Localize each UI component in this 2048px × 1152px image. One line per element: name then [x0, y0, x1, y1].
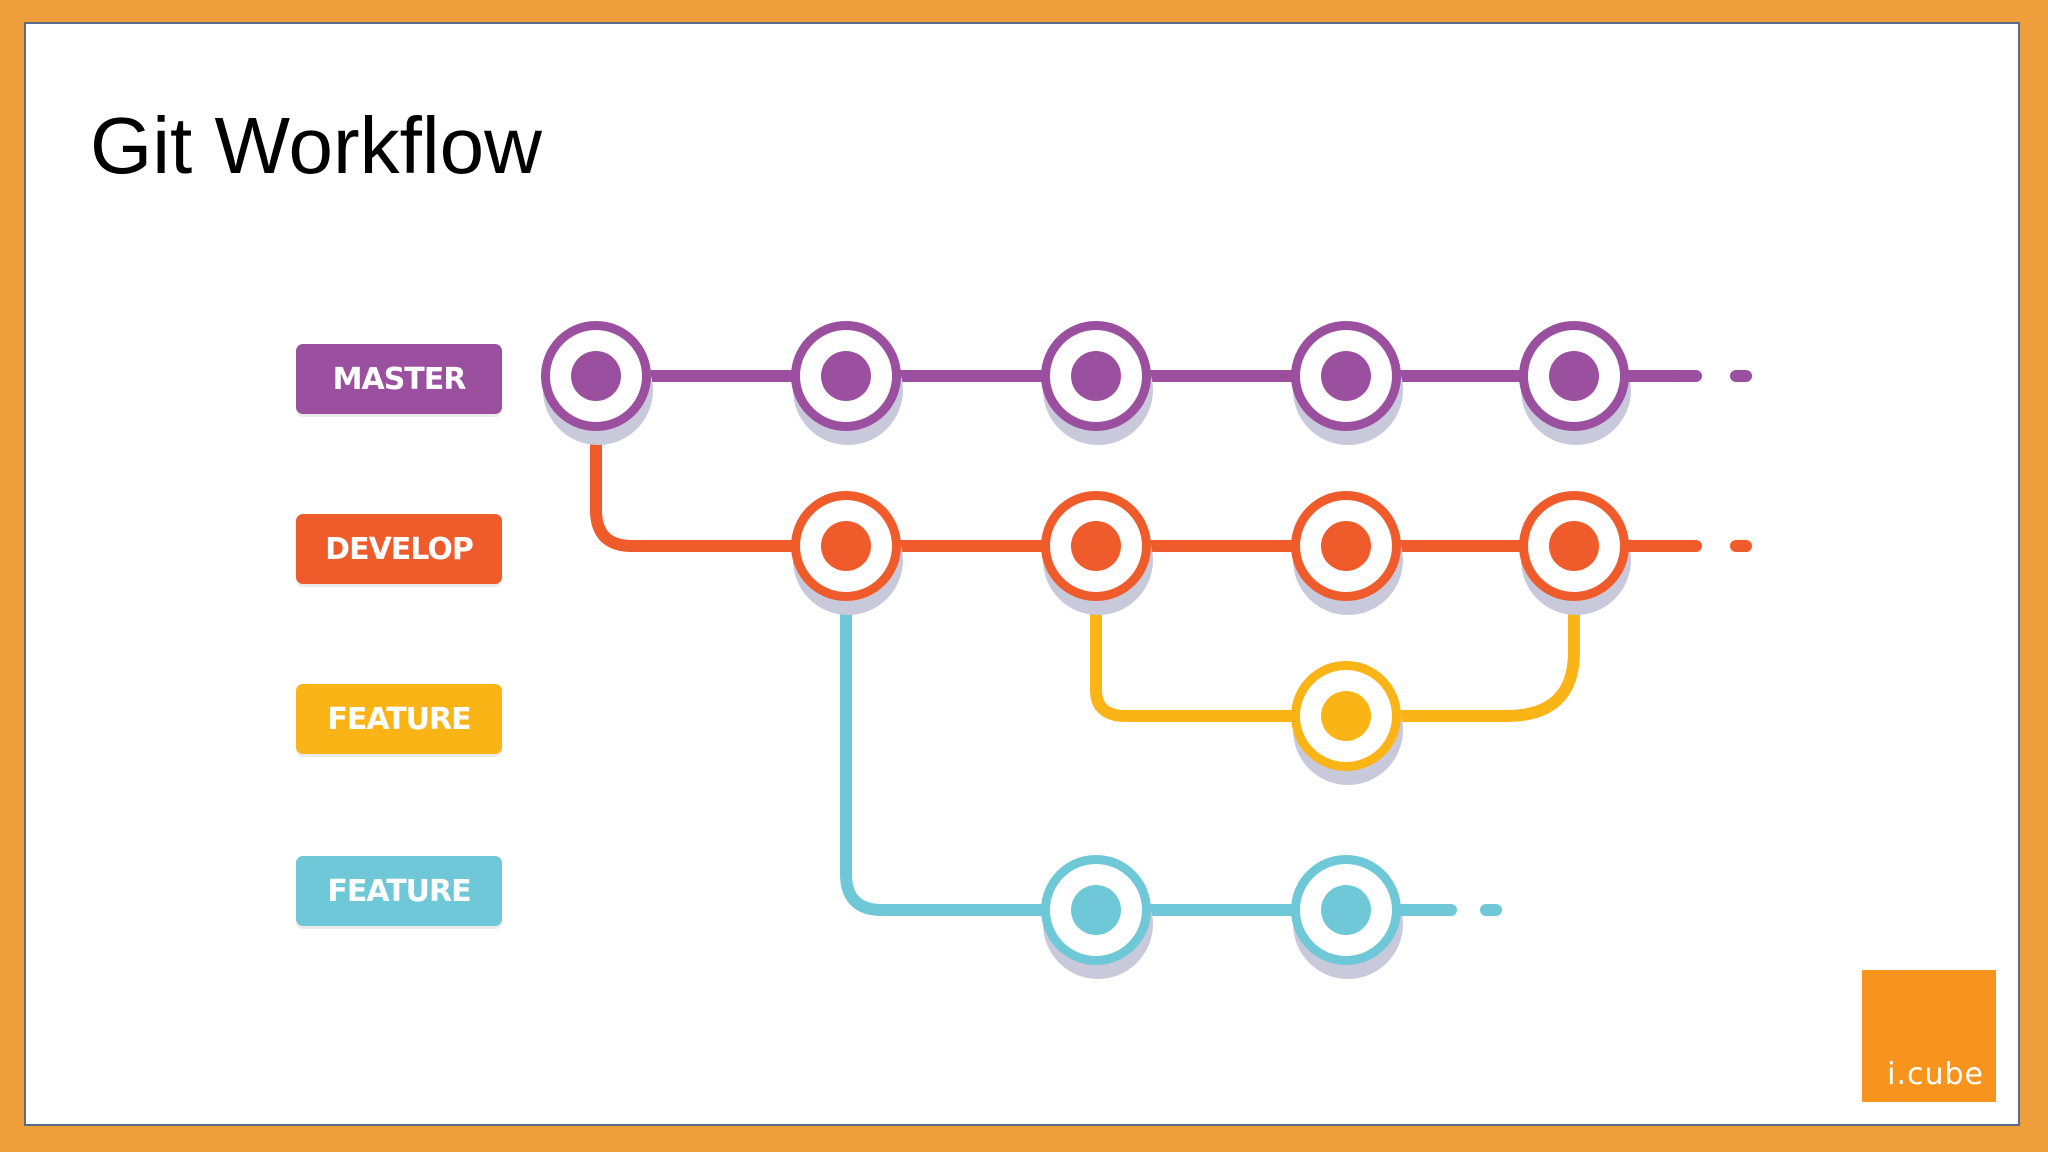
- branch-label-develop: DEVELOP: [296, 514, 502, 584]
- commit-master-4: [1291, 321, 1403, 445]
- logo-text: i.cube: [1887, 1057, 1984, 1092]
- commit-develop-4: [1519, 491, 1631, 615]
- branch-line-feature-yellow-merge: [1310, 540, 1580, 722]
- commit-develop-3: [1291, 491, 1403, 615]
- icube-logo: i.cube: [1862, 970, 1996, 1102]
- slide-title: Git Workflow: [90, 101, 542, 190]
- branch-line-develop-to-feature-blue: [840, 540, 1352, 916]
- slide: Git Workflow MASTER DEVELOP FEATURE FEAT…: [24, 22, 2020, 1126]
- commit-feature-blue-1: [1041, 855, 1153, 979]
- branch-label-master: MASTER: [296, 344, 502, 414]
- commits-develop: [791, 491, 1631, 615]
- commit-master-3: [1041, 321, 1153, 445]
- commit-master-5: [1519, 321, 1631, 445]
- branch-line-master-to-develop: [590, 370, 852, 552]
- commits-feature-blue: [1041, 855, 1403, 979]
- commit-feature-yellow-1: [1291, 661, 1403, 785]
- commit-master-1: [541, 321, 653, 445]
- commit-master-2: [791, 321, 903, 445]
- branch-line-develop-to-feature-yellow: [1090, 540, 1322, 722]
- commit-feature-blue-2: [1291, 855, 1403, 979]
- commit-develop-1: [791, 491, 903, 615]
- commit-develop-2: [1041, 491, 1153, 615]
- git-workflow-diagram: [541, 321, 1752, 979]
- commits-master: [541, 321, 1631, 445]
- branch-label-feature-blue: FEATURE: [296, 856, 502, 926]
- branch-label-feature-yellow: FEATURE: [296, 684, 502, 754]
